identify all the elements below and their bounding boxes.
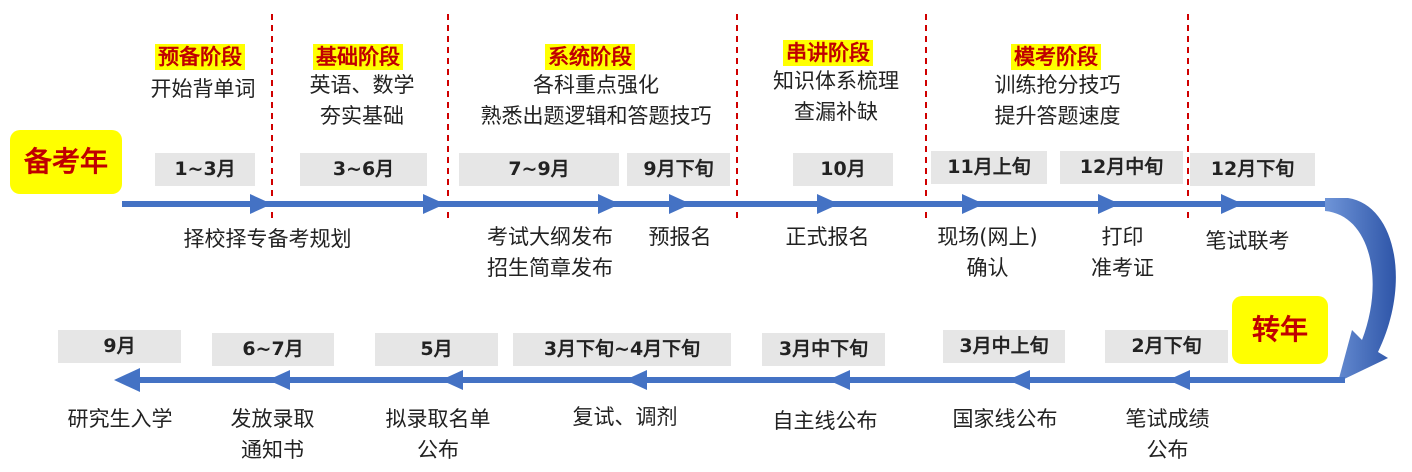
turn-curve-arrow — [1325, 198, 1396, 382]
top-month-label: 7~9月 — [459, 153, 619, 186]
stage-desc-basic: 英语、数学 夯实基础 — [297, 70, 427, 132]
stage-desc-line: 熟悉出题逻辑和答题技巧 — [480, 104, 712, 128]
stage-title-basic: 基础阶段 — [313, 44, 403, 70]
bottom-month-label: 3月下旬~4月下旬 — [513, 333, 731, 366]
prep-year-badge: 备考年 — [10, 130, 122, 194]
event-line: 发放录取 — [230, 407, 315, 431]
bottom-event: 研究生入学 — [55, 404, 185, 435]
bottom-month-label: 2月下旬 — [1105, 330, 1228, 363]
top-month-label: 10月 — [793, 153, 893, 186]
event-line: 打印 — [1101, 225, 1144, 249]
bottom-month-label: 3月中上旬 — [943, 330, 1065, 363]
stage-desc-mock: 训练抢分技巧 提升答题速度 — [975, 70, 1140, 132]
event-line: 择校择专备考规划 — [183, 227, 352, 251]
event-line: 确认 — [966, 256, 1009, 280]
top-month-label: 12月中旬 — [1060, 151, 1183, 184]
next-year-badge: 转年 — [1232, 296, 1328, 364]
top-month-label: 9月下旬 — [627, 153, 730, 186]
bottom-month-label: 6~7月 — [212, 333, 334, 366]
bottom-event: 国家线公布 — [935, 404, 1075, 435]
event-line: 公布 — [417, 438, 459, 462]
top-event: 笔试联考 — [1190, 226, 1305, 257]
event-line: 现场(网上) — [937, 225, 1038, 249]
top-event: 预报名 — [635, 222, 725, 253]
bottom-event: 笔试成绩 公布 — [1105, 404, 1230, 466]
stage-title-system: 系统阶段 — [545, 44, 635, 70]
bottom-arrowheads — [114, 368, 1190, 392]
stage-desc-line: 训练抢分技巧 — [994, 73, 1121, 97]
event-line: 国家线公布 — [952, 407, 1058, 431]
bottom-month-label: 5月 — [375, 333, 498, 366]
bottom-event: 复试、调剂 — [555, 402, 695, 433]
top-event: 打印 准考证 — [1075, 222, 1170, 284]
top-month-label: 1~3月 — [155, 153, 255, 186]
event-line: 公布 — [1146, 438, 1189, 462]
event-line: 自主线公布 — [772, 409, 878, 433]
event-line: 招生简章发布 — [487, 256, 613, 280]
stage-desc-system: 各科重点强化 熟悉出题逻辑和答题技巧 — [460, 70, 732, 132]
top-event: 考试大纲发布 招生简章发布 — [470, 222, 630, 284]
top-event: 现场(网上) 确认 — [920, 222, 1055, 284]
stage-desc-line: 各科重点强化 — [533, 73, 659, 97]
event-line: 笔试成绩 — [1125, 407, 1210, 431]
top-event: 正式报名 — [770, 222, 885, 253]
event-line: 正式报名 — [785, 225, 870, 249]
bottom-event: 自主线公布 — [755, 406, 895, 437]
stage-desc-line: 夯实基础 — [320, 104, 404, 128]
event-line: 预报名 — [648, 225, 712, 249]
event-line: 通知书 — [241, 438, 304, 462]
stage-title-mock: 模考阶段 — [1011, 44, 1101, 70]
top-month-label: 3~6月 — [300, 153, 427, 186]
stage-desc-prep: 开始背单词 — [138, 74, 268, 105]
top-arrowheads — [250, 194, 1243, 214]
bottom-month-label: 9月 — [58, 330, 181, 363]
bottom-event: 拟录取名单 公布 — [368, 404, 508, 466]
event-line: 研究生入学 — [67, 407, 173, 431]
stage-desc-line: 开始背单词 — [150, 77, 256, 101]
stage-desc-line: 提升答题速度 — [994, 104, 1121, 128]
top-event: 择校择专备考规划 — [155, 224, 380, 255]
event-line: 准考证 — [1091, 256, 1154, 280]
top-month-label: 12月下旬 — [1190, 153, 1315, 186]
event-line: 考试大纲发布 — [487, 225, 613, 249]
stage-desc-line: 英语、数学 — [309, 73, 415, 97]
event-line: 拟录取名单 — [385, 407, 491, 431]
stage-desc-review: 知识体系梳理 查漏补缺 — [755, 66, 917, 128]
event-line: 复试、调剂 — [572, 405, 678, 429]
top-month-label: 11月上旬 — [931, 151, 1047, 184]
bottom-event: 发放录取 通知书 — [210, 404, 335, 466]
stage-title-prep: 预备阶段 — [155, 44, 245, 70]
bottom-month-label: 3月中下旬 — [762, 333, 885, 366]
stage-desc-line: 查漏补缺 — [794, 100, 878, 124]
stage-desc-line: 知识体系梳理 — [773, 69, 899, 93]
stage-dividers — [271, 14, 1189, 218]
stage-title-review: 串讲阶段 — [783, 40, 873, 66]
event-line: 笔试联考 — [1205, 229, 1290, 253]
